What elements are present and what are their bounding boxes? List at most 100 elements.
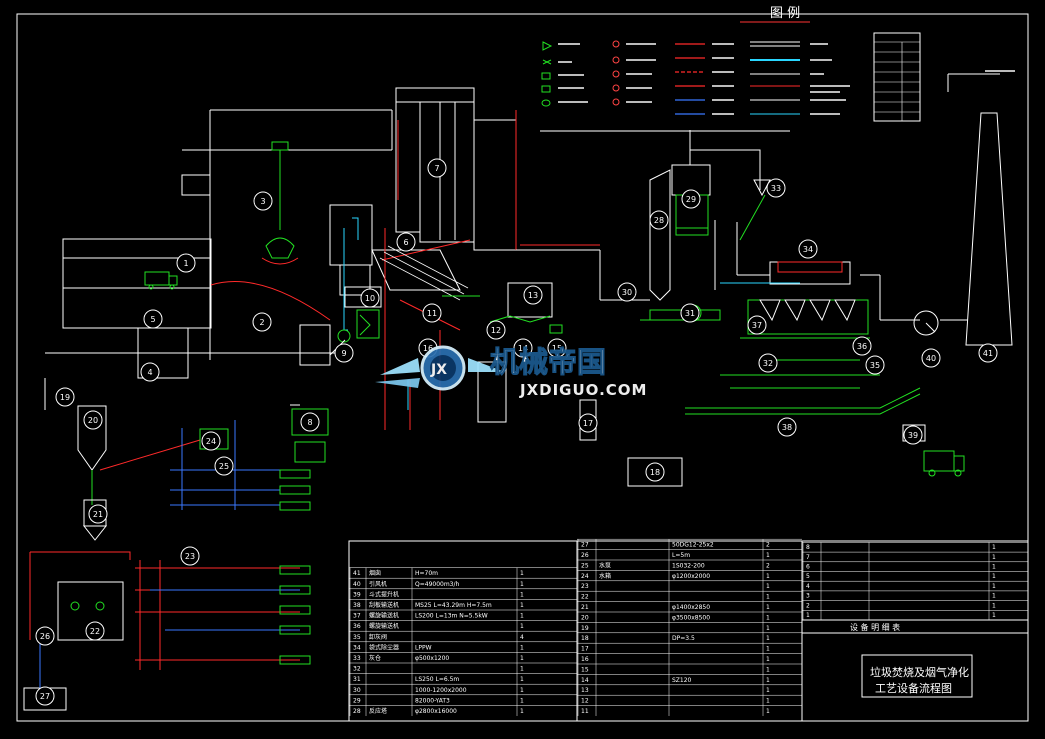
callout-number: 35 (870, 361, 880, 370)
table-cell: 1 (520, 581, 524, 588)
callout-number: 41 (983, 349, 993, 358)
table-cell: 1 (766, 594, 770, 601)
table-cell: 1 (806, 612, 810, 619)
table-cell: 1 (766, 677, 770, 684)
table-cell: 32 (353, 666, 361, 673)
table-cell: 1 (520, 644, 524, 651)
callout-30: 30 (617, 282, 637, 302)
callout-number: 36 (857, 342, 867, 351)
table-cell: 5 (806, 573, 810, 580)
watermark-logo-text: JX (430, 362, 447, 378)
table-cell: 1 (766, 614, 770, 621)
waste-bunker (62, 109, 393, 379)
table-cell: 18 (581, 635, 589, 642)
callout-4: 4 (140, 362, 160, 382)
table-cell: 1 (766, 604, 770, 611)
table-cell: 13 (581, 687, 589, 694)
table-cell: 20 (581, 614, 589, 621)
table-cell: 36 (353, 623, 361, 630)
callout-26: 26 (35, 626, 55, 646)
table-cell: 8 (806, 544, 810, 551)
table-cell: 3 (806, 593, 810, 600)
callout-number: 37 (752, 321, 762, 330)
table-cell: 35 (353, 634, 361, 641)
callout-10: 10 (360, 288, 380, 308)
callout-number: 6 (403, 238, 408, 247)
table-cell: 27 (581, 542, 589, 549)
table-cell: 1 (992, 612, 996, 619)
callout-number: 38 (782, 423, 792, 432)
induced-draft-fan (913, 310, 939, 336)
callout-number: 22 (90, 627, 100, 636)
table-cell: 11 (581, 708, 589, 715)
watermark-brand-en: JXDIGUO.COM (519, 381, 647, 399)
table-cell: 2 (766, 562, 770, 569)
table-cell: 4 (806, 583, 810, 590)
table-cell: 21 (581, 604, 589, 611)
callout-number: 24 (206, 437, 216, 446)
table-heading: 设 备 明 细 表 (850, 622, 900, 632)
callout-28: 28 (649, 210, 669, 230)
table-cell: 12 (581, 698, 589, 705)
table-cell: 刮板输送机 (369, 601, 399, 609)
callout-14: 14 (513, 338, 533, 358)
table-cell: φ1200x2000 (672, 573, 710, 580)
callout-number: 39 (908, 431, 918, 440)
callout-5: 5 (143, 309, 163, 329)
ash-truck-icon (923, 450, 965, 477)
table-cell: 7 (806, 554, 810, 561)
table-cell: 23 (581, 583, 589, 590)
table-cell: 1 (520, 602, 524, 609)
callout-7: 7 (427, 158, 447, 178)
legend: 图 例 (540, 6, 1015, 132)
table-cell: 1 (520, 613, 524, 620)
table-cell: 37 (353, 613, 361, 620)
callout-number: 3 (260, 197, 265, 206)
callout-number: 18 (650, 468, 660, 477)
callout-12: 12 (486, 320, 506, 340)
table-cell: 1 (520, 676, 524, 683)
table-cell: 1 (992, 602, 996, 609)
callout-number: 10 (365, 294, 375, 303)
callout-20: 20 (83, 410, 103, 430)
callout-number: 16 (423, 344, 433, 353)
table-cell: 1 (992, 554, 996, 561)
table-cell: 1 (992, 564, 996, 571)
callout-11: 11 (422, 303, 442, 323)
callout-number: 33 (771, 184, 781, 193)
table-cell: LPPW (415, 644, 432, 651)
callout-17: 17 (578, 413, 598, 433)
table-cell: 1 (766, 635, 770, 642)
callout-number: 30 (622, 288, 632, 297)
table-cell: 39 (353, 591, 361, 598)
table-cell: 2 (806, 602, 810, 609)
callout-24: 24 (201, 431, 221, 451)
table-cell: 袋式除尘器 (369, 643, 399, 651)
grate (379, 245, 469, 301)
callout-number: 28 (654, 216, 664, 225)
table-cell: 烟囱 (369, 569, 381, 577)
bag-filter (740, 261, 870, 361)
table-cell: 26 (581, 552, 589, 559)
callout-29: 29 (681, 189, 701, 209)
table-cell: 17 (581, 646, 589, 653)
callout-number: 26 (40, 632, 50, 641)
table-cell: 41 (353, 570, 361, 577)
callout-number: 17 (583, 419, 593, 428)
screw-conveyor (640, 304, 721, 322)
